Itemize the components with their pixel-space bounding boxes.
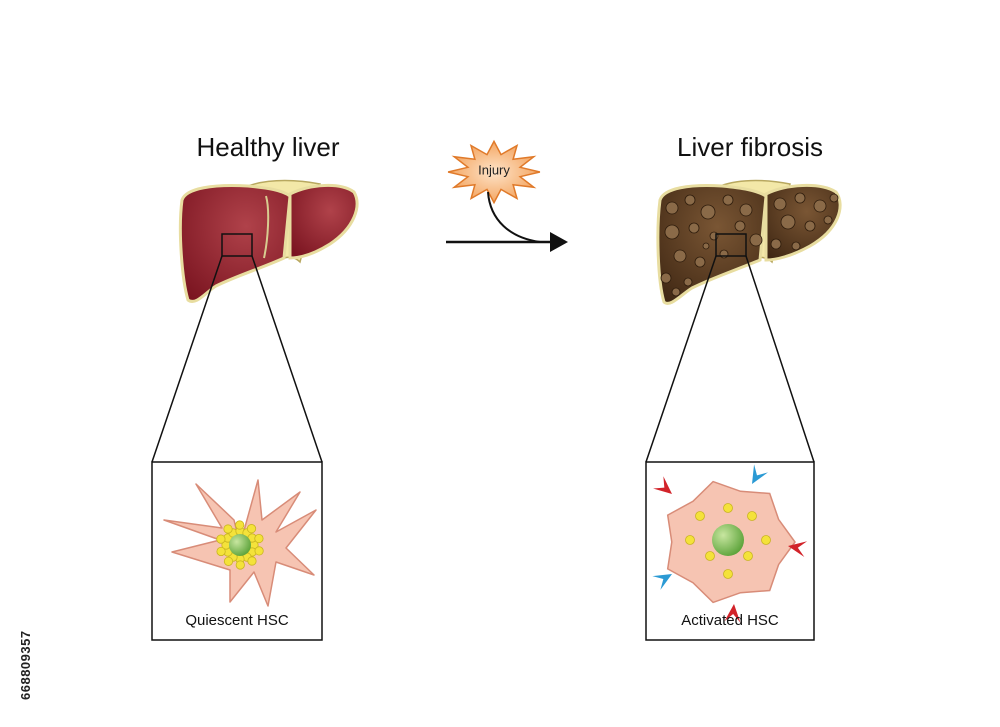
lipid-droplet: [743, 551, 753, 561]
lipid-droplet: [235, 520, 245, 530]
lipid-droplet: [695, 511, 705, 521]
nucleus: [712, 524, 744, 556]
nodule: [664, 224, 680, 240]
signal-spike: [652, 574, 672, 590]
nodule: [739, 203, 753, 217]
nodule: [702, 242, 710, 250]
progression-arrow: [446, 232, 568, 252]
nodule: [794, 192, 806, 204]
injury-connector: [487, 191, 541, 243]
lipid-droplet: [247, 556, 257, 566]
signal-spike: [788, 541, 808, 558]
stock-image-id: 668809357: [18, 630, 33, 700]
nodule: [665, 201, 679, 215]
nodule: [719, 249, 729, 259]
nodule: [791, 241, 801, 251]
lipid-droplet: [747, 511, 757, 521]
nodule: [660, 272, 672, 284]
activated-hsc-cell: [652, 464, 808, 623]
nodule: [734, 220, 746, 232]
signal-spike: [752, 464, 768, 484]
lipid-droplet: [216, 546, 226, 557]
healthy-liver: [178, 179, 359, 303]
fibrotic-nodules: [660, 192, 839, 297]
nodule: [823, 215, 833, 225]
nodule: [749, 233, 763, 247]
quiescent-hsc-cell: [163, 479, 317, 607]
nodule: [673, 249, 687, 263]
lipid-droplets: [685, 503, 771, 579]
lipid-droplet: [223, 556, 234, 566]
lipid-droplet: [254, 533, 264, 544]
injury-burst-icon: [447, 139, 541, 205]
activation-signals: [652, 464, 808, 623]
nodule: [694, 256, 706, 268]
nodule: [813, 199, 827, 213]
nodule: [722, 194, 734, 206]
lipid-droplet: [223, 524, 233, 534]
lipid-droplet: [685, 535, 695, 545]
signal-spike: [724, 604, 741, 623]
lipid-droplet: [705, 551, 715, 561]
nucleus: [229, 534, 251, 556]
signal-spike: [653, 476, 672, 494]
lipid-droplet: [723, 569, 733, 579]
lipid-droplet: [254, 546, 264, 556]
liver-fibrosis-title: Liver fibrosis: [677, 132, 823, 162]
injury-label: Injury: [478, 162, 510, 178]
lipid-droplets: [216, 520, 264, 570]
nodule: [700, 204, 716, 220]
nodule: [671, 287, 681, 297]
lipid-droplet: [216, 534, 226, 544]
nodule: [684, 194, 696, 206]
nodule: [709, 231, 719, 241]
quiescent-hsc-caption: Quiescent HSC: [185, 612, 289, 629]
nodule: [773, 197, 787, 211]
nodule: [688, 222, 700, 234]
nodule: [780, 214, 796, 230]
nodule: [770, 238, 782, 250]
lipid-droplet: [723, 503, 733, 513]
fibrotic-liver: [656, 179, 842, 305]
lipid-droplet: [235, 560, 245, 570]
lipid-droplet: [761, 535, 771, 545]
nodule: [804, 220, 816, 232]
activated-hsc-caption: Activated HSC: [681, 612, 779, 629]
healthy-liver-title: Healthy liver: [196, 132, 340, 162]
nodule: [683, 277, 693, 287]
nodule: [829, 193, 839, 203]
lipid-droplet: [246, 524, 257, 534]
